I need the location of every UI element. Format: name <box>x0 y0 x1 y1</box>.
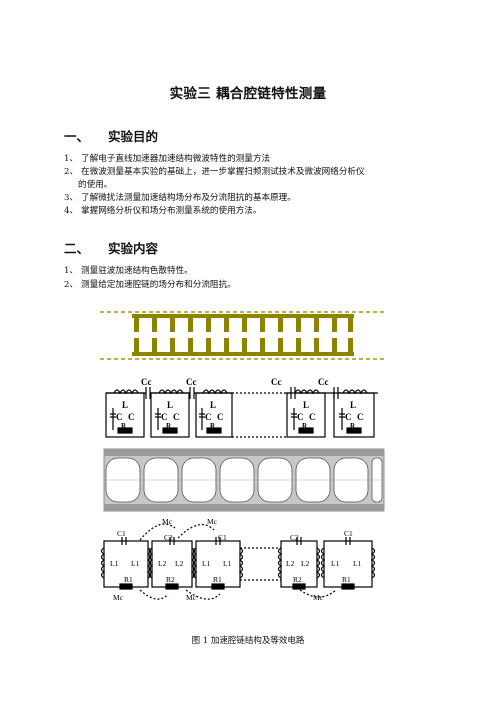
lc-chain-circuit <box>105 387 378 438</box>
svg-text:L: L <box>122 400 128 410</box>
svg-text:C: C <box>116 412 123 422</box>
svg-text:C: C <box>357 412 364 422</box>
section-title: 实验内容 <box>108 241 159 256</box>
svg-text:L1: L1 <box>223 559 232 568</box>
svg-text:C: C <box>205 412 212 422</box>
svg-text:L1: L1 <box>331 559 340 568</box>
svg-text:L1: L1 <box>353 559 362 568</box>
svg-text:R1: R1 <box>213 575 222 584</box>
page-title: 实验三 耦合腔链特性测量 <box>169 86 327 102</box>
svg-text:R2: R2 <box>166 575 175 584</box>
cavity-chain-structure <box>103 448 385 512</box>
svg-text:L2: L2 <box>158 559 167 568</box>
magnetic-coupling-circuit <box>100 523 376 600</box>
svg-text:C: C <box>345 412 352 422</box>
list-item: 1、了解电子直线加速器加速结构微波特性的测量方法 <box>64 154 271 164</box>
svg-text:R: R <box>210 422 216 430</box>
svg-text:Cc: Cc <box>141 377 152 387</box>
list-item: 4、掌握网络分析仪和场分布测量系统的使用方法。 <box>64 206 262 216</box>
svg-text:C1: C1 <box>218 533 227 542</box>
svg-text:Mc: Mc <box>113 593 124 602</box>
magnetic-coupling-labels: C1 C2 C1 C2 C1 Mc Mc Mc Mc Mc L1 L1 L2 L… <box>110 517 362 602</box>
svg-text:Cc: Cc <box>186 377 197 387</box>
section-title: 实验目的 <box>108 129 159 144</box>
section-heading-2: 二、 实验内容 <box>64 238 158 257</box>
svg-text:C: C <box>309 412 316 422</box>
svg-text:Mc: Mc <box>207 517 218 526</box>
svg-text:L2: L2 <box>175 559 184 568</box>
svg-text:L1: L1 <box>110 559 119 568</box>
svg-text:Mc: Mc <box>186 593 197 602</box>
svg-text:C: C <box>161 412 168 422</box>
svg-text:L: L <box>167 400 173 410</box>
svg-text:C: C <box>297 412 304 422</box>
svg-text:C1: C1 <box>344 529 353 538</box>
svg-text:Mc: Mc <box>313 593 324 602</box>
svg-text:C: C <box>128 412 135 422</box>
section-number: 二、 <box>64 241 90 256</box>
svg-text:R: R <box>302 422 308 430</box>
svg-text:C: C <box>173 412 180 422</box>
svg-text:C2: C2 <box>164 533 173 542</box>
svg-text:L2: L2 <box>286 559 295 568</box>
list-item: 3、了解微扰法测量加速结构场分布及分流阻抗的基本原理。 <box>64 193 296 203</box>
svg-text:R1: R1 <box>124 575 133 584</box>
svg-text:R1: R1 <box>342 575 351 584</box>
svg-text:L: L <box>210 400 216 410</box>
svg-text:L: L <box>303 400 309 410</box>
svg-text:R2: R2 <box>293 575 302 584</box>
svg-text:L1: L1 <box>131 559 140 568</box>
svg-text:L1: L1 <box>202 559 211 568</box>
figure-caption: 图 1 加速腔链结构及等效电路 <box>191 636 305 646</box>
svg-text:C1: C1 <box>117 529 126 538</box>
svg-text:L2: L2 <box>301 559 310 568</box>
list-item-continuation: 的使用。 <box>78 180 113 190</box>
section-heading-1: 一、 实验目的 <box>64 126 158 145</box>
svg-text:Cc: Cc <box>318 377 329 387</box>
section-number: 一、 <box>64 129 90 144</box>
list-item: 2、在微波测量基本实验的基础上，进一步掌握扫频测试技术及微波网络分析仪 <box>64 167 365 177</box>
svg-text:C: C <box>217 412 224 422</box>
svg-text:R: R <box>121 422 127 430</box>
svg-text:Mc: Mc <box>162 517 173 526</box>
disk-loaded-waveguide <box>100 311 384 360</box>
svg-text:R: R <box>350 422 356 430</box>
list-item: 2、测量给定加速腔链的场分布和分流阻抗。 <box>64 280 236 290</box>
svg-text:L: L <box>350 400 356 410</box>
svg-text:Cc: Cc <box>271 377 282 387</box>
list-item: 1、测量驻波加速结构色散特性。 <box>64 266 193 276</box>
svg-text:R: R <box>166 422 172 430</box>
svg-text:C2: C2 <box>290 533 299 542</box>
